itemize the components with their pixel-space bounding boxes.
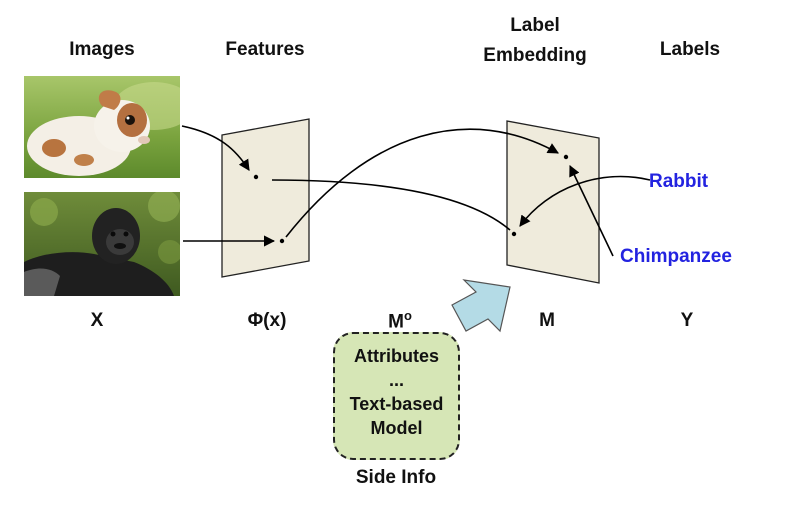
feature-space-plane xyxy=(221,118,310,278)
side-info-ellipsis: ... xyxy=(388,370,404,390)
rabbit-embedding-point xyxy=(511,231,517,237)
chimpanzee-label: Chimpanzee xyxy=(620,246,732,267)
header-images: Images xyxy=(69,39,135,60)
rabbit-image xyxy=(24,76,180,178)
side-info-arrow xyxy=(451,279,511,333)
symbol-m0-base: M xyxy=(388,311,404,333)
chimpanzee-embedding-point xyxy=(563,154,569,160)
side-info-attributes: Attributes xyxy=(354,346,439,366)
label-embedding-plane xyxy=(506,120,600,284)
side-info-model: Model xyxy=(370,418,423,438)
header-label-embedding-line1: Label xyxy=(510,15,560,36)
symbol-m0-sup: o xyxy=(403,308,412,323)
symbol-phi: Φ(x) xyxy=(247,310,287,331)
symbol-y: Y xyxy=(680,310,694,331)
rabbit-to-feature-arrow xyxy=(181,125,250,171)
rabbit-label: Rabbit xyxy=(649,171,709,192)
chimpanzee-label-to-embedding-arrow xyxy=(569,164,614,257)
side-info-text-based: Text-based xyxy=(349,394,444,414)
gorilla-image xyxy=(24,192,180,296)
side-info-box: Attributes ... Text-based Model xyxy=(333,332,460,460)
rabbit-label-to-embedding-arrow xyxy=(519,175,651,227)
header-label-embedding-line2: Embedding xyxy=(483,45,587,66)
symbol-x: X xyxy=(90,310,104,331)
rabbit-feature-to-embedding-line xyxy=(271,179,511,231)
header-features: Features xyxy=(225,39,305,60)
gorilla-feature-point xyxy=(279,238,285,244)
rabbit-feature-point xyxy=(253,174,259,180)
gorilla-feature-to-embedding-arrow xyxy=(285,128,559,238)
header-labels: Labels xyxy=(659,39,721,60)
symbol-m: M xyxy=(539,310,555,331)
symbol-m0: Mo xyxy=(375,304,425,334)
side-info-caption: Side Info xyxy=(355,467,437,488)
